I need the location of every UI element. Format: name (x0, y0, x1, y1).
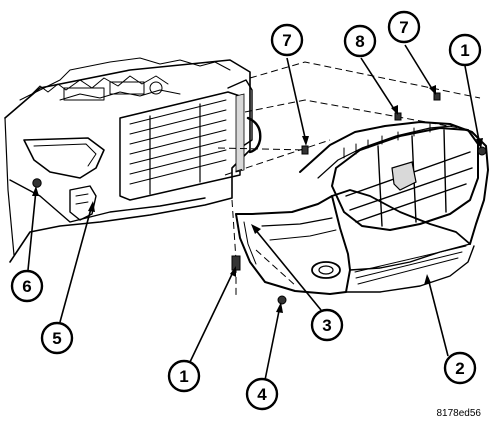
callout-7b-label: 7 (399, 18, 408, 37)
callout-3: 3 (310, 308, 344, 342)
fasteners (32, 92, 487, 305)
callout-7a-label: 7 (282, 31, 291, 50)
callout-4: 4 (245, 377, 279, 411)
callout-1a: 1 (448, 33, 482, 67)
fastener-4 (277, 295, 287, 305)
callout-7b: 7 (387, 10, 421, 44)
callout-8: 8 (343, 24, 377, 58)
callout-5: 5 (40, 321, 74, 355)
figure-code: 8178ed56 (436, 408, 482, 419)
callout-5-label: 5 (52, 329, 61, 348)
vehicle-front-structure (4, 57, 262, 263)
callout-6: 6 (10, 269, 44, 303)
callout-1b-label: 1 (179, 367, 188, 386)
callout-1b: 1 (167, 359, 201, 393)
leader-lines (27, 44, 483, 381)
callout-1a-label: 1 (460, 41, 469, 60)
callout-2-label: 2 (455, 359, 464, 378)
callout-4-label: 4 (257, 385, 267, 404)
front-fascia (235, 121, 489, 295)
callout-8-label: 8 (355, 32, 364, 51)
fastener-7-left (301, 145, 309, 155)
fastener-1-upper (477, 146, 487, 156)
callout-7a: 7 (270, 23, 304, 57)
fastener-6 (32, 178, 42, 188)
fastener-7-right (433, 92, 441, 101)
fastener-1-lower (231, 255, 241, 271)
grille-assembly (317, 123, 479, 231)
callout-6-label: 6 (22, 277, 31, 296)
callout-2: 2 (443, 351, 477, 385)
callout-3-label: 3 (322, 316, 331, 335)
